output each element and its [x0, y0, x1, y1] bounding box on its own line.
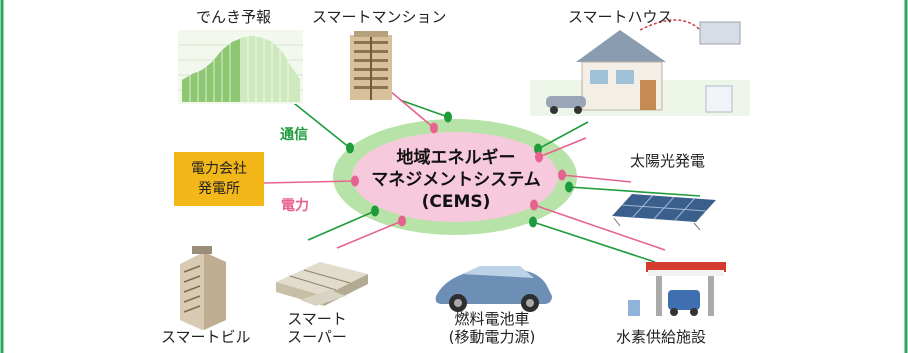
power-company-box: 電力会社 発電所: [174, 152, 264, 206]
fcv-label-line1: 燃料電池車: [454, 310, 530, 328]
power-label: 電力: [281, 198, 309, 214]
cems-title-line3: (CEMS): [421, 192, 491, 212]
power-plant-label: 発電所: [198, 181, 240, 197]
building-label: スマートビル: [161, 328, 251, 346]
supermarket-label: スマート スーパー: [282, 310, 352, 346]
smart-mansion-image: [350, 31, 392, 100]
hydrogen-station-image: [628, 262, 726, 316]
power-lines: [263, 90, 666, 251]
forecast-label: でんき予報: [196, 8, 272, 26]
solar-label: 太陽光発電: [630, 152, 706, 170]
comm-label: 通信: [280, 127, 308, 143]
cems-title-line1: 地域エネルギー: [396, 148, 516, 168]
power-company-label: 電力会社: [191, 161, 247, 177]
smart-supermarket-image: [276, 262, 368, 306]
cems-title: 地域エネルギー マネジメントシステム (CEMS): [361, 147, 551, 213]
solar-panel-image: [612, 194, 716, 231]
smart-building-image: [180, 246, 226, 330]
fuel-cell-car-image: [435, 266, 552, 312]
cems-title-line2: マネジメントシステム: [371, 170, 541, 190]
mansion-label: スマートマンション: [312, 8, 447, 26]
fcv-label-line2: (移動電力源): [448, 328, 536, 346]
forecast-graph-image: [178, 30, 303, 104]
comm-lines: [289, 99, 701, 263]
supermarket-label-line1: スマート: [287, 310, 347, 328]
supermarket-label-line2: スーパー: [287, 328, 347, 346]
connection-dots: [346, 111, 573, 228]
cems-ellipse-inner: [352, 132, 558, 222]
hydrogen-label: 水素供給施設: [616, 328, 707, 346]
fcv-label: 燃料電池車 (移動電力源): [428, 310, 556, 346]
smart-house-image: [530, 19, 750, 116]
house-label: スマートハウス: [568, 8, 673, 26]
